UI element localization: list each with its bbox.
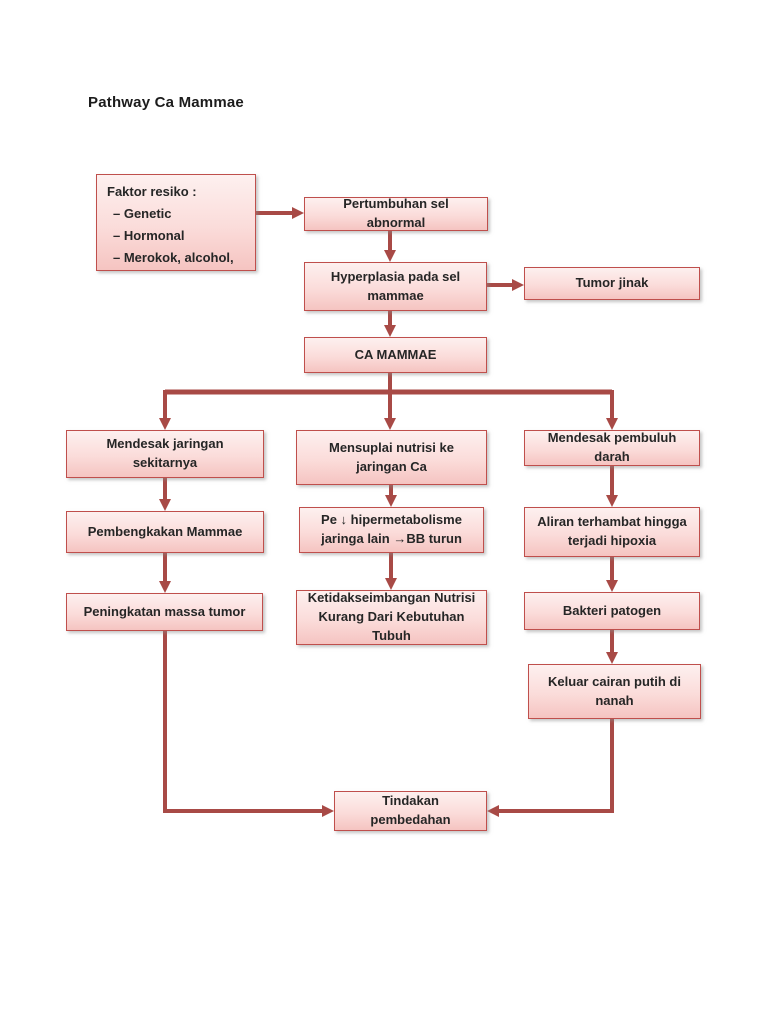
node-label: Pembengkakan Mammae [87, 523, 243, 539]
page-title: Pathway Ca Mammae [88, 94, 244, 111]
node-hipermetabolisme: Pe ↓ hipermetabolisme jaringa lain →BB t… [299, 507, 484, 553]
node-label: Pertumbuhan sel abnormal [343, 196, 449, 230]
node-mendesak-jaringan: Mendesak jaringan sekitarnya [66, 430, 264, 478]
node-aliran-terhambat: Aliran terhambat hingga terjadi hipoxia [524, 507, 700, 557]
node-label: Tindakan pembedahan [370, 793, 451, 827]
node-mensuplai-nutrisi: Mensuplai nutrisi ke jaringan Ca [296, 430, 487, 485]
node-ca-mammae: CA MAMMAE [304, 337, 487, 373]
faktor-resiko-clipped-line: .. [123, 265, 218, 269]
node-pertumbuhan-sel-abnormal: Pertumbuhan sel abnormal [304, 196, 488, 231]
faktor-resiko-heading: Faktor resiko : [107, 184, 197, 199]
node-tindakan-pembedahan: Tindakan pembedahan [334, 791, 487, 831]
node-ketidakseimbangan-nutrisi: Ketidakseimbangan Nutrisi Kurang Dari Ke… [296, 590, 487, 645]
node-label: CA MAMMAE [354, 346, 437, 362]
faktor-resiko-item-hormonal: – Hormonal [113, 228, 185, 243]
node-label: Tumor jinak [575, 275, 649, 291]
node-hyperplasia: Hyperplasia pada sel mammae [304, 262, 487, 311]
node-pembengkakan-mammae: Pembengkakan Mammae [66, 511, 264, 553]
node-label: Mendesak jaringan sekitarnya [106, 436, 224, 470]
node-faktor-resiko: Faktor resiko : – Genetic – Hormonal – M… [96, 174, 256, 271]
node-label: Bakteri patogen [562, 602, 662, 618]
node-mendesak-pembuluh-darah: Mendesak pembuluh darah [524, 430, 700, 466]
node-label: Peningkatan massa tumor [83, 603, 246, 619]
node-label: Mensuplai nutrisi ke jaringan Ca [329, 439, 454, 474]
node-keluar-cairan-putih: Keluar cairan putih di nanah [528, 664, 701, 719]
node-label: Ketidakseimbangan Nutrisi Kurang Dari Ke… [307, 590, 476, 643]
node-peningkatan-massa-tumor: Peningkatan massa tumor [66, 593, 263, 631]
node-label: Pe ↓ hipermetabolisme jaringa lain →BB t… [321, 512, 462, 546]
node-label: Mendesak pembuluh darah [547, 430, 677, 464]
node-label: Hyperplasia pada sel mammae [330, 268, 461, 303]
faktor-resiko-item-genetic: – Genetic [113, 206, 172, 221]
node-label: Keluar cairan putih di nanah [548, 673, 681, 708]
node-bakteri-patogen: Bakteri patogen [524, 592, 700, 630]
connector-peningkatan-to-tindakan [163, 631, 334, 817]
node-tumor-jinak: Tumor jinak [524, 267, 700, 300]
faktor-resiko-item-merokok: – Merokok, alcohol, [113, 250, 234, 265]
connector-keluarcairan-to-tindakan [487, 719, 614, 817]
node-label: Aliran terhambat hingga terjadi hipoxia [537, 514, 687, 548]
